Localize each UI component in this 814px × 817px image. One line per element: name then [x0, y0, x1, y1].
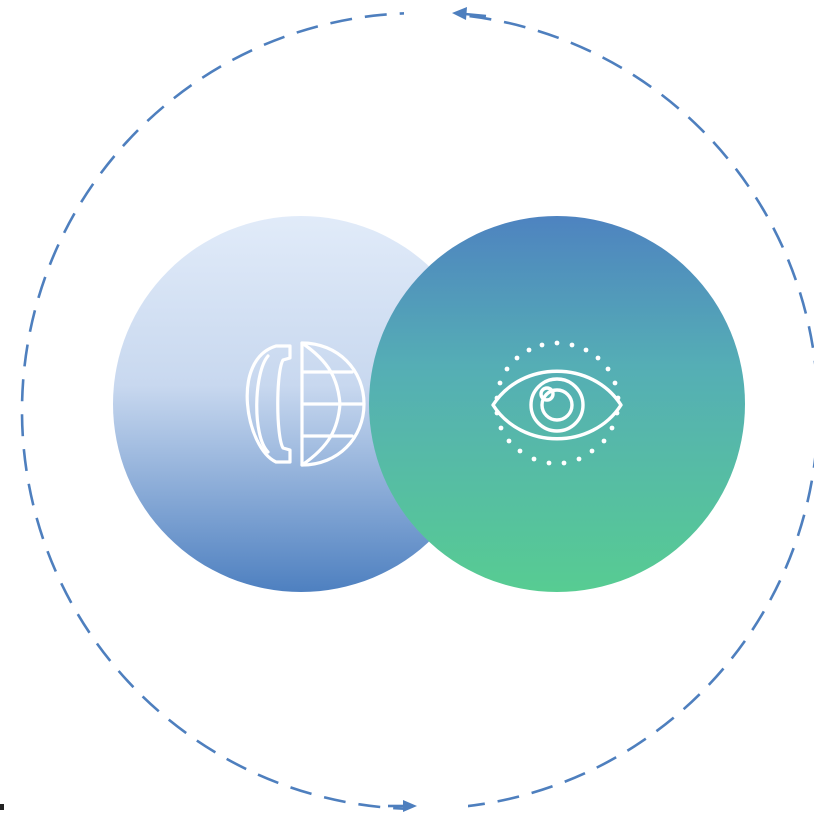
right-circle	[369, 216, 745, 592]
bottom-arrowhead-icon	[403, 800, 417, 812]
top-arrowhead-icon	[452, 7, 467, 20]
eye-icon	[491, 340, 623, 466]
corner-mark	[0, 804, 4, 810]
phone-globe-icon	[245, 341, 366, 467]
cycle-ring	[20, 6, 814, 813]
